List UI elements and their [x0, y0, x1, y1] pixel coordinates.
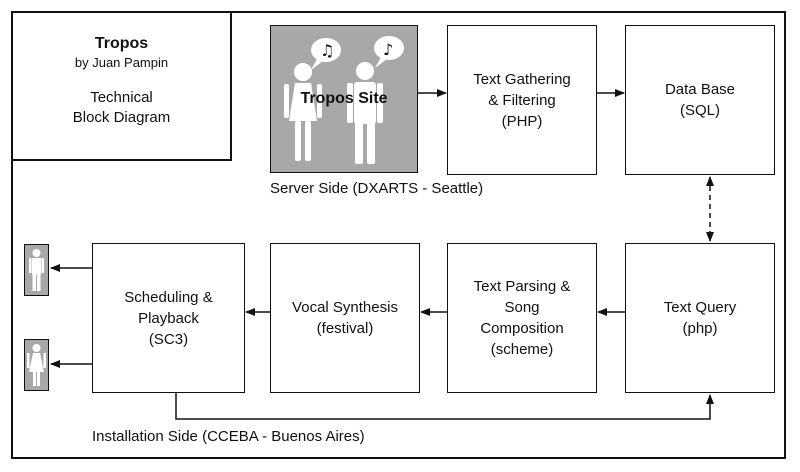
tropos-site-label: Tropos Site [300, 90, 388, 107]
man-figure-icon [24, 244, 49, 296]
title-box: Tropos by Juan Pampin Technical Block Di… [11, 11, 232, 161]
tropos-site-box: ♫ ♪ Tropos Site [270, 25, 418, 173]
diagram-subtitle: Technical Block Diagram [72, 89, 171, 126]
text-gathering-box: Text Gathering & Filtering (PHP) [447, 25, 597, 175]
server-side-caption: Server Side (DXARTS - Seattle) [270, 180, 484, 197]
diagram-title: Tropos [94, 35, 149, 52]
installation-side-caption: Installation Side (CCEBA - Buenos Aires) [92, 428, 365, 445]
svg-text:♪: ♪ [383, 40, 393, 59]
man-woman-singing-icon: ♫ ♪ [284, 36, 404, 164]
woman-figure-icon [24, 339, 49, 391]
vocal-synthesis-box: Vocal Synthesis (festival) [270, 243, 420, 393]
svg-text:♫: ♫ [320, 41, 334, 60]
database-box: Data Base (SQL) [625, 25, 775, 175]
text-parsing-box: Text Parsing & Song Composition (scheme) [447, 243, 597, 393]
arrow-scheduling-to-query-loop [175, 393, 714, 420]
text-query-box: Text Query (php) [625, 243, 775, 393]
scheduling-box: Scheduling & Playback (SC3) [92, 243, 245, 393]
diagram-byline: by Juan Pampin [74, 55, 169, 70]
diagram-frame [11, 11, 786, 459]
